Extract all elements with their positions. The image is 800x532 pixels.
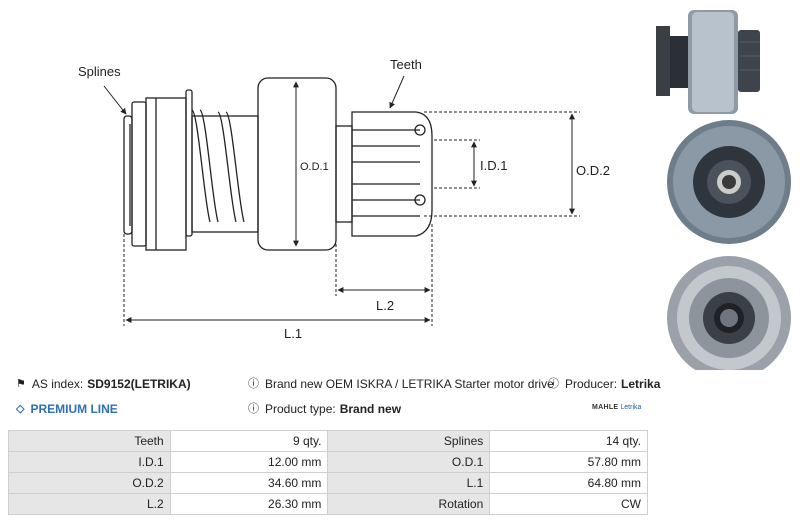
label-od1: O.D.1	[300, 161, 329, 173]
label-od2: O.D.2	[576, 163, 610, 178]
spec-value: 14 qty.	[489, 430, 648, 452]
specs-table: Teeth 9 qty. Splines 14 qty. I.D.1 12.00…	[8, 430, 648, 515]
spec-label: Splines	[327, 430, 491, 452]
as-index: ⚑ AS index: SD9152(LETRIKA)	[16, 377, 191, 391]
diamond-icon: ◇	[16, 403, 25, 415]
producer-value: Letrika	[621, 377, 661, 391]
product-type-value: Brand new	[339, 402, 402, 416]
premium-line-badge: ◇ PREMIUM LINE	[16, 402, 118, 416]
starter-drive-diagram: Splines Teeth O.D.1 I.D.1 O.D.2 L.2 L.1	[78, 57, 610, 341]
premium-line-label: PREMIUM LINE	[30, 402, 118, 416]
info-icon: ⓘ	[248, 403, 259, 415]
spec-label: O.D.1	[327, 451, 491, 473]
spec-value: 64.80 mm	[489, 472, 648, 494]
producer: ⓘ Producer: Letrika	[548, 377, 660, 391]
brand-logo: MAHLE Letrika	[592, 404, 641, 411]
photo-back-view	[667, 256, 791, 370]
letrika-logo-text: Letrika	[620, 404, 642, 411]
spec-value: 26.30 mm	[169, 493, 329, 515]
spec-label: L.2	[8, 493, 171, 515]
spec-value: 9 qty.	[169, 430, 329, 452]
as-index-label: AS index:	[31, 377, 84, 391]
spec-value: 12.00 mm	[169, 451, 329, 473]
producer-label: Producer:	[565, 377, 618, 391]
label-splines: Splines	[78, 64, 121, 79]
label-l2: L.2	[376, 298, 394, 313]
product-photos	[656, 10, 791, 370]
label-l1: L.1	[284, 326, 302, 341]
product-type-label: Product type:	[265, 402, 336, 416]
spec-label: I.D.1	[8, 451, 171, 473]
photo-gear-end-view	[667, 120, 791, 244]
spec-value: 57.80 mm	[489, 451, 648, 473]
description-text: Brand new OEM ISKRA / LETRIKA Starter mo…	[265, 377, 554, 391]
spec-value: 34.60 mm	[169, 472, 329, 494]
tag-icon: ⚑	[16, 378, 26, 390]
spec-label: L.1	[327, 472, 491, 494]
spec-value: CW	[489, 493, 648, 515]
info-icon: ⓘ	[548, 378, 559, 390]
product-type: ⓘ Product type: Brand new	[248, 402, 401, 416]
table-row: O.D.2 34.60 mm L.1 64.80 mm	[8, 472, 648, 494]
spec-label: O.D.2	[8, 472, 171, 494]
info-icon: ⓘ	[248, 378, 259, 390]
as-index-value: SD9152(LETRIKA)	[87, 377, 191, 391]
label-teeth: Teeth	[390, 57, 422, 72]
spec-label: Rotation	[327, 493, 491, 515]
description: ⓘ Brand new OEM ISKRA / LETRIKA Starter …	[248, 377, 554, 391]
spec-label: Teeth	[8, 430, 171, 452]
mahle-logo-text: MAHLE	[592, 404, 619, 411]
table-row: I.D.1 12.00 mm O.D.1 57.80 mm	[8, 451, 648, 473]
table-row: Teeth 9 qty. Splines 14 qty.	[8, 430, 648, 452]
table-row: L.2 26.30 mm Rotation CW	[8, 493, 648, 515]
photo-side-view	[656, 10, 760, 114]
label-id1: I.D.1	[480, 158, 507, 173]
